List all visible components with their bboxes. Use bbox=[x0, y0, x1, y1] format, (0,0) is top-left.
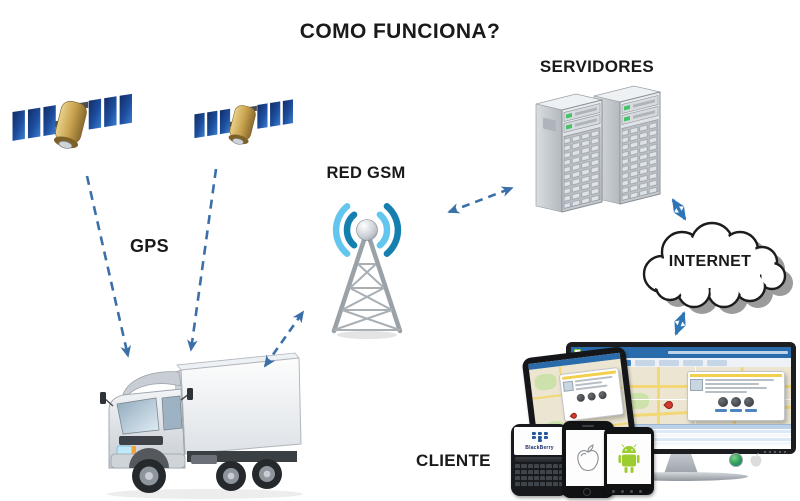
qwerty-keyboard bbox=[514, 464, 565, 487]
blackberry-phone: BlackBerry bbox=[511, 424, 568, 496]
gps-signal-arrow-right bbox=[187, 168, 218, 352]
gsm-tower-icon bbox=[331, 203, 403, 339]
gps-signal-arrow-left bbox=[85, 175, 131, 358]
red-gsm-label: RED GSM bbox=[326, 164, 406, 182]
servidores-label: SERVIDORES bbox=[539, 57, 655, 76]
cliente-label: CLIENTE bbox=[416, 451, 491, 470]
gauge-icons bbox=[690, 397, 782, 407]
map-pin-icon bbox=[663, 399, 675, 411]
truck-icon bbox=[100, 352, 303, 499]
satellite-left-icon bbox=[11, 92, 134, 152]
tower-servers-arrow bbox=[447, 186, 514, 214]
blackberry-brand-text: BlackBerry bbox=[525, 444, 554, 451]
vehicle-photo-thumb bbox=[690, 379, 703, 391]
servers-icon bbox=[535, 85, 661, 213]
android-phone bbox=[604, 427, 654, 495]
internet-cloud-icon bbox=[642, 221, 793, 314]
monitor-stand-base bbox=[614, 472, 748, 481]
desktop-shortcut-icons bbox=[729, 452, 763, 468]
gps-label: GPS bbox=[130, 236, 169, 256]
satellite-right-icon bbox=[193, 98, 294, 148]
satellites-group bbox=[11, 92, 294, 152]
page-title: COMO FUNCIONA? bbox=[299, 20, 501, 43]
globe-icon bbox=[729, 453, 743, 467]
internet-label: INTERNET bbox=[668, 253, 752, 270]
apple-logo-icon bbox=[577, 444, 599, 472]
android-robot-icon bbox=[618, 444, 640, 473]
vehicle-info-popup bbox=[687, 371, 785, 421]
apple-shape-icon bbox=[750, 453, 762, 467]
monitor-buttons bbox=[764, 451, 786, 453]
monitor-stand bbox=[664, 452, 698, 474]
blackberry-logo-icon bbox=[531, 432, 548, 443]
signal-waves-icon bbox=[332, 203, 402, 257]
tablet-popup bbox=[558, 367, 625, 422]
